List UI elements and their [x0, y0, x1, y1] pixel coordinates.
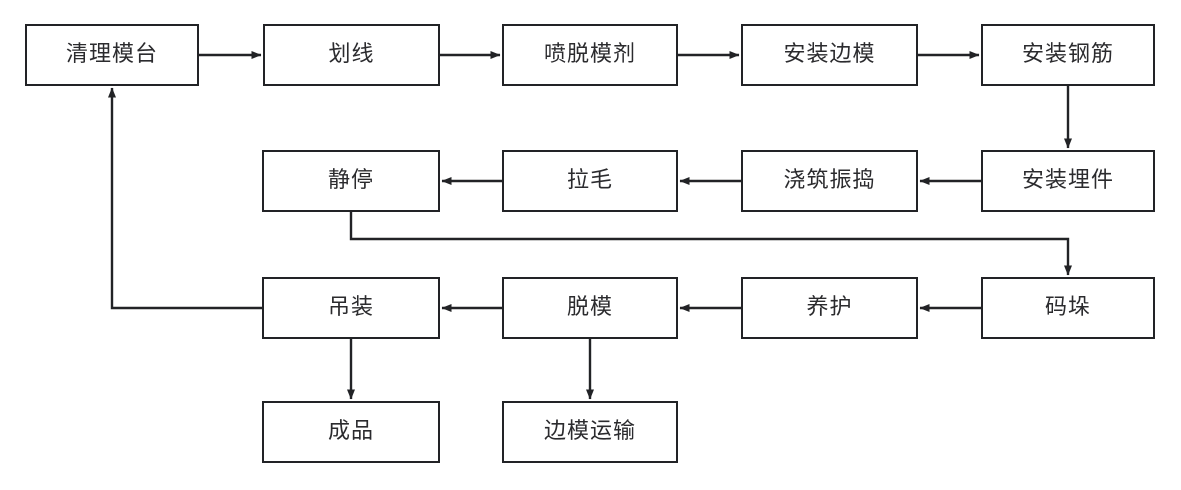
- edge-n9-n10: [349, 212, 1072, 276]
- node-label: 成品: [327, 419, 374, 444]
- node-label: 安装边模: [783, 42, 876, 67]
- node-bianmoyunshu[interactable]: 边模运输: [502, 401, 678, 463]
- node-label: 边模运输: [543, 419, 636, 444]
- node-yanghu[interactable]: 养护: [741, 277, 918, 339]
- node-anzhuangbianmo[interactable]: 安装边模: [741, 24, 918, 86]
- node-label: 码垛: [1044, 295, 1091, 320]
- node-label: 浇筑振捣: [783, 168, 876, 193]
- edge-n13-n1-feedback: [108, 87, 262, 310]
- node-label: 脱模: [566, 295, 613, 320]
- node-jingting[interactable]: 静停: [262, 150, 440, 212]
- node-diaozhuang[interactable]: 吊装: [262, 277, 440, 339]
- node-label: 喷脱模剂: [543, 42, 636, 67]
- node-anzhuanggangjin[interactable]: 安装钢筋: [981, 24, 1155, 86]
- node-label: 吊装: [327, 295, 374, 320]
- node-chengpin[interactable]: 成品: [262, 401, 440, 463]
- node-label: 安装埋件: [1021, 168, 1114, 193]
- node-pentuomoji[interactable]: 喷脱模剂: [502, 24, 678, 86]
- node-label: 静停: [327, 168, 374, 193]
- node-label: 清理模台: [65, 42, 158, 67]
- node-tuomo[interactable]: 脱模: [502, 277, 678, 339]
- node-label: 划线: [328, 42, 375, 67]
- node-anzhuangmaijian[interactable]: 安装埋件: [981, 150, 1155, 212]
- node-jiaozhuzhendao[interactable]: 浇筑振捣: [741, 150, 918, 212]
- node-label: 养护: [806, 295, 853, 320]
- node-label: 安装钢筋: [1021, 42, 1114, 67]
- node-qinglimotai[interactable]: 清理模台: [25, 24, 199, 86]
- node-huaxian[interactable]: 划线: [263, 24, 440, 86]
- node-label: 拉毛: [566, 168, 613, 193]
- node-lamao[interactable]: 拉毛: [502, 150, 678, 212]
- node-maduo[interactable]: 码垛: [981, 277, 1155, 339]
